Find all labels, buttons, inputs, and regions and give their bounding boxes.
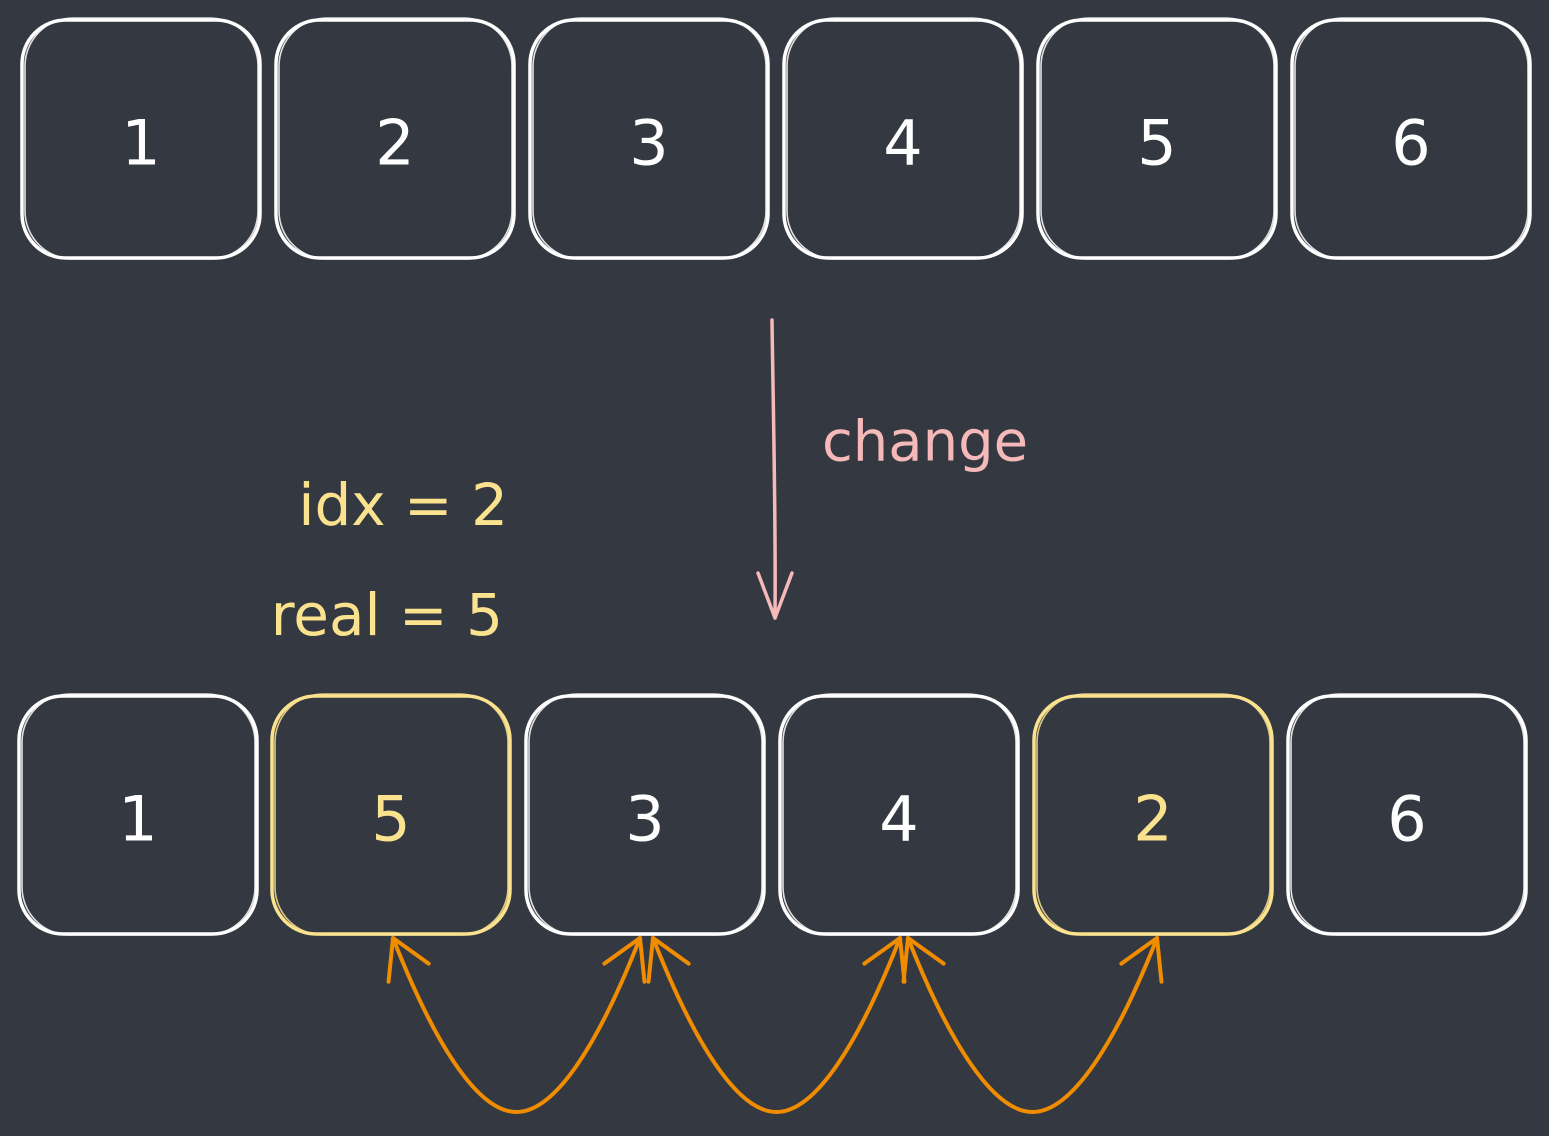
cell-value: 4 (879, 783, 918, 856)
swap-arrowhead-right-3 (1119, 936, 1164, 984)
top-row-cell-6: 6 (1290, 17, 1532, 260)
cell-border-sketch (278, 17, 513, 260)
change-arrowhead (756, 571, 794, 620)
swap-arrow-2 (651, 936, 902, 1115)
change-arrow-shaft (770, 318, 777, 620)
cell-border-sketch (21, 693, 256, 936)
cell-border-sketch (532, 17, 767, 260)
swap-arrowhead-right-2 (862, 936, 907, 984)
top-row-cell-5: 5 (1036, 17, 1278, 260)
cell-value: 3 (629, 107, 668, 180)
bottom-row-cell-4: 4 (778, 693, 1020, 936)
cell-value: 1 (118, 783, 157, 856)
top-row-cell-4: 4 (782, 17, 1024, 260)
top-array-row: 1 2 3 4 5 6 (20, 17, 1532, 260)
cell-border-sketch (1040, 17, 1275, 260)
cell-border-sketch (274, 693, 509, 936)
real-annotation: real = 5 (271, 581, 503, 649)
cell-border (1286, 694, 1528, 936)
bottom-row-cell-3: 3 (524, 693, 766, 936)
cell-border (1036, 18, 1278, 260)
cell-border (524, 694, 766, 936)
swap-arrow-1 (391, 936, 642, 1115)
swap-arrowhead-left-3 (901, 936, 946, 984)
top-row-cell-2: 2 (274, 17, 516, 260)
bottom-row-cell-5: 2 (1032, 693, 1274, 936)
cell-value: 4 (883, 107, 922, 180)
swap-arrow-3 (906, 936, 1159, 1115)
swap-arrowhead-left-1 (386, 936, 431, 984)
change-arrow (756, 318, 794, 620)
cell-border (782, 18, 1024, 260)
cell-border (778, 694, 1020, 936)
cell-border-sketch (528, 693, 763, 936)
bottom-row-cell-1: 1 (17, 693, 259, 936)
cell-value: 2 (375, 107, 414, 180)
cell-border-sketch (1294, 17, 1529, 260)
cell-value: 6 (1387, 783, 1426, 856)
cell-value: 3 (625, 783, 664, 856)
cell-border (1290, 18, 1532, 260)
swap-arrowhead-right-1 (602, 936, 647, 984)
idx-annotation: idx = 2 (298, 471, 508, 539)
change-label: change (822, 410, 1028, 475)
top-row-cell-1: 1 (20, 17, 262, 260)
cell-value: 5 (371, 783, 410, 856)
swap-arrowhead-left-2 (646, 936, 691, 984)
cell-border-sketch (1290, 693, 1525, 936)
cell-value: 1 (121, 107, 160, 180)
bottom-array-row: 1 5 3 4 2 6 (17, 693, 1528, 936)
cell-value: 5 (1137, 107, 1176, 180)
top-row-cell-3: 3 (528, 17, 770, 260)
cell-border-sketch (24, 17, 259, 260)
cell-border (20, 18, 262, 260)
cell-border-sketch (786, 17, 1021, 260)
bottom-row-cell-2: 5 (270, 693, 512, 936)
cell-border-sketch (782, 693, 1017, 936)
cell-border-sketch (1036, 693, 1271, 936)
cell-border (274, 18, 516, 260)
cell-border (270, 694, 512, 936)
swap-arrows (386, 936, 1164, 1115)
cell-border (17, 694, 259, 936)
cell-border (1032, 694, 1274, 936)
bottom-row-cell-6: 6 (1286, 693, 1528, 936)
cell-value: 2 (1133, 783, 1172, 856)
cell-border (528, 18, 770, 260)
cell-value: 6 (1391, 107, 1430, 180)
